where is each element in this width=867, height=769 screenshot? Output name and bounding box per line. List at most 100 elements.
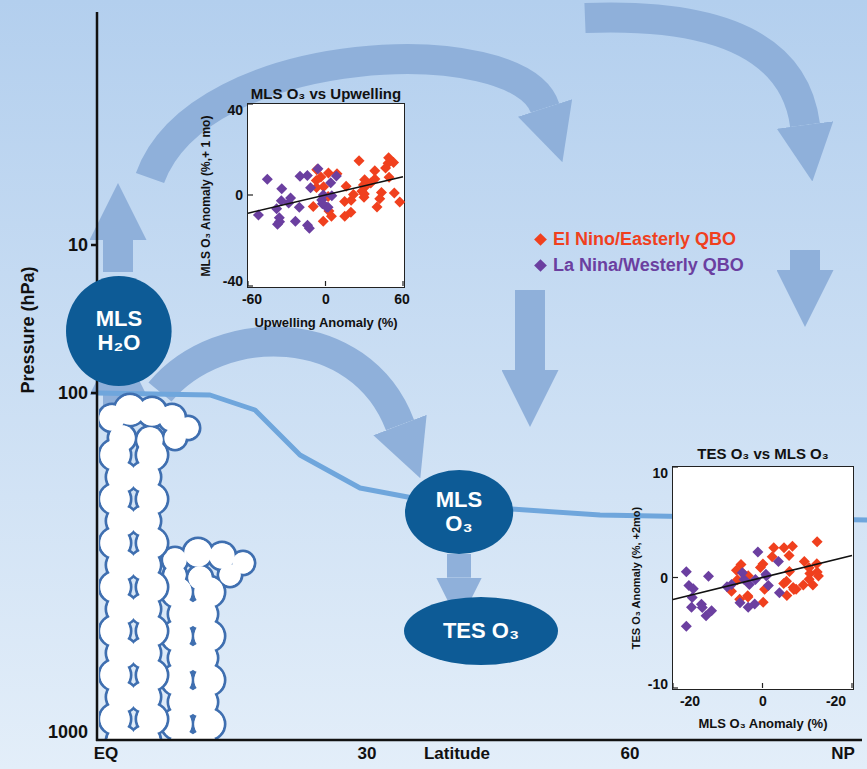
oval-fill xyxy=(405,470,513,554)
oval-label: MLS O₃ xyxy=(422,488,496,536)
cloud-fill xyxy=(99,395,198,739)
oval-fill xyxy=(66,276,172,386)
inset-tick: 10 xyxy=(652,466,668,480)
scatter-points xyxy=(308,152,405,226)
scatter-diamond xyxy=(345,207,356,218)
pressure-tick: 1000 xyxy=(48,723,88,741)
inset-tick: -10 xyxy=(648,677,668,691)
scatter-points xyxy=(681,546,785,631)
axes xyxy=(91,12,862,741)
inset-tick: -40 xyxy=(223,274,243,288)
scatter-diamond xyxy=(681,621,692,632)
scatter-plot xyxy=(248,104,404,287)
latitude-tick: 30 xyxy=(358,745,377,762)
circulation-arrows xyxy=(118,17,805,425)
cloud-outline xyxy=(161,538,255,739)
scatter-points xyxy=(253,163,342,234)
x-axis-title: MLS O₃ Anomaly (%) xyxy=(698,716,827,731)
scatter-diamond xyxy=(773,556,784,567)
scatter-diamond xyxy=(742,591,753,602)
axis-title: Pressure (hPa) xyxy=(19,266,37,393)
cloud-fill xyxy=(162,539,253,739)
inset-tick: -60 xyxy=(242,292,262,306)
scatter-diamond xyxy=(752,546,763,557)
drawing-part xyxy=(160,342,400,425)
pressure-tick: 10 xyxy=(68,236,88,254)
inset-tick: 0 xyxy=(759,694,767,708)
scatter-diamond xyxy=(294,171,305,182)
tick-mark xyxy=(402,281,403,286)
inset-tick: 0 xyxy=(322,292,330,306)
scatter-inset: MLS O₃ vs UpwellingMLS O₃ Anomaly (%,+ 1… xyxy=(247,103,405,288)
data-oval: MLS O₃ xyxy=(405,470,513,554)
scatter-diamond xyxy=(768,542,779,553)
latitude-tick: NP xyxy=(831,745,855,762)
cloud-puff xyxy=(219,564,240,585)
tick-mark xyxy=(673,466,678,467)
scatter-diamond xyxy=(294,202,305,213)
scatter-diamond xyxy=(290,216,301,227)
tick-mark xyxy=(672,683,673,688)
scatter-diamond xyxy=(749,599,760,610)
scatter-diamond xyxy=(686,602,697,613)
inset-tick: 0 xyxy=(660,571,668,585)
drawing-part xyxy=(91,392,97,395)
drawing-part xyxy=(91,244,97,247)
inset-tick: 60 xyxy=(394,292,410,306)
scatter-diamond xyxy=(781,576,792,587)
regression-line xyxy=(673,555,852,599)
scatter-diamond xyxy=(774,587,785,598)
scatter-diamond xyxy=(737,567,748,578)
inset-title: TES O₃ vs MLS O₃ xyxy=(697,445,828,462)
x-axis-title: Upwelling Anomaly (%) xyxy=(254,315,397,330)
legend-row: La Nina/Westerly QBO xyxy=(536,255,744,276)
scatter-diamond xyxy=(302,220,313,231)
data-oval: MLS H₂O xyxy=(66,276,172,386)
drawing-part xyxy=(103,240,133,272)
scatter-diamond xyxy=(758,597,769,608)
inset-tick: 0 xyxy=(235,188,243,202)
scatter-diamond xyxy=(784,550,795,561)
scatter-diamond xyxy=(389,187,400,198)
scatter-diamond xyxy=(697,602,708,613)
cloud-outline xyxy=(99,394,200,739)
cloud-puff xyxy=(187,731,216,739)
scatter-diamond xyxy=(274,216,285,227)
latitude-tick: 60 xyxy=(621,745,640,762)
drawing-part xyxy=(585,17,805,125)
scatter-diamond xyxy=(354,155,365,166)
oval-label: TES O₃ xyxy=(443,619,519,643)
scatter-inset: TES O₃ vs MLS O₃TES O₃ Anomaly (%, +2mo)… xyxy=(672,466,854,690)
scatter-diamond xyxy=(348,189,359,200)
scatter-diamond xyxy=(317,198,328,209)
drawing-part xyxy=(790,250,820,270)
latitude-tick: EQ xyxy=(94,745,119,762)
cloud-puff xyxy=(164,427,185,448)
oval-fill xyxy=(404,597,558,665)
tick-mark xyxy=(762,683,763,688)
scatter-diamond xyxy=(359,189,370,200)
data-oval: TES O₃ xyxy=(404,597,558,665)
legend-text: La Nina/Westerly QBO xyxy=(553,255,744,276)
legend-swatch xyxy=(534,233,547,246)
inset-tick: 40 xyxy=(227,103,243,117)
convective-clouds xyxy=(99,394,255,739)
scatter-diamond xyxy=(312,163,323,174)
scatter-plot xyxy=(673,467,853,689)
scatter-diamond xyxy=(318,216,329,227)
cloud-puff xyxy=(130,726,159,739)
scatter-diamond xyxy=(706,605,717,616)
scatter-diamond xyxy=(262,174,273,185)
legend-text: El Nino/Easterly QBO xyxy=(553,229,736,250)
tick-mark xyxy=(673,687,678,688)
scatter-diamond xyxy=(688,583,699,594)
scatter-diamond xyxy=(703,571,714,582)
scatter-diamond xyxy=(394,197,405,208)
scatter-diamond xyxy=(787,541,798,552)
tick-mark xyxy=(325,281,326,286)
y-axis-title: TES O₃ Anomaly (%, +2mo) xyxy=(630,507,642,650)
